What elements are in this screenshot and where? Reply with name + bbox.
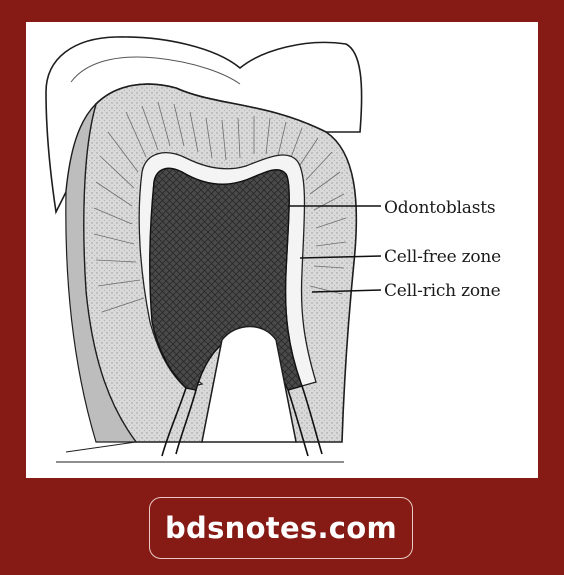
tooth-illustration (45, 36, 382, 463)
brand-link[interactable]: bdsnotes.com (149, 497, 413, 559)
label-cell-free-zone: Cell-free zone (384, 247, 502, 267)
cell-rich-zone-leader (311, 289, 382, 293)
cell-free-zone-leader (299, 255, 382, 259)
label-odontoblasts: Odontoblasts (384, 198, 496, 218)
diagram-panel: Odontoblasts Cell-free zone Cell-rich zo… (26, 22, 538, 478)
label-cell-rich-zone: Cell-rich zone (384, 281, 501, 301)
